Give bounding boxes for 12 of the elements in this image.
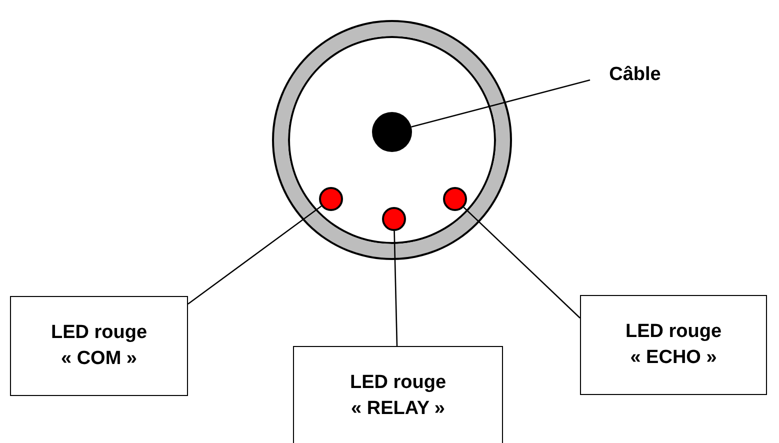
- leader-line: [411, 79, 590, 128]
- leader-line: [394, 230, 398, 346]
- label-box: LED rouge « RELAY »: [293, 346, 503, 443]
- label-box: LED rouge « COM »: [10, 296, 188, 396]
- leader-line: [463, 206, 580, 318]
- cable-hole: [372, 112, 412, 152]
- led-dot: [319, 187, 343, 211]
- led-dot: [382, 207, 406, 231]
- cable-label: Câble: [590, 62, 680, 90]
- led-dot: [443, 187, 467, 211]
- leader-line: [188, 206, 322, 305]
- label-box: LED rouge « ECHO »: [580, 295, 767, 395]
